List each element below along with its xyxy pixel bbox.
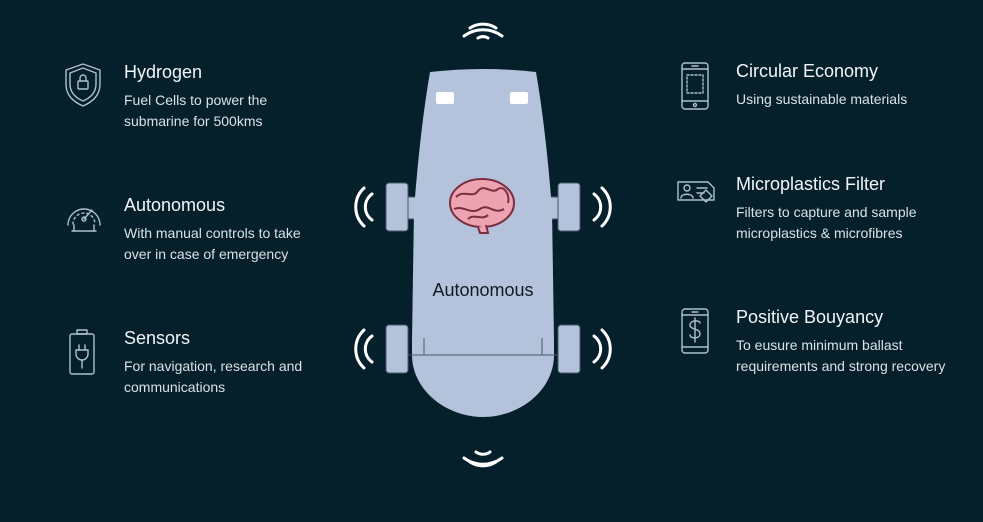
feature-title: Positive Bouyancy bbox=[736, 307, 884, 327]
vehicle-diagram bbox=[340, 10, 630, 480]
feature-description: For navigation, research and communicati… bbox=[124, 358, 303, 395]
brain-icon bbox=[449, 178, 515, 234]
feature-description: With manual controls to take over in cas… bbox=[124, 225, 301, 262]
signal-top-icon bbox=[462, 22, 504, 40]
speedometer-icon bbox=[64, 195, 112, 247]
headlight-right bbox=[510, 92, 528, 104]
feature-title: Autonomous bbox=[124, 195, 226, 215]
feature-title: Hydrogen bbox=[124, 62, 203, 82]
wheel-rear-left bbox=[385, 324, 409, 374]
signal-bottom-icon bbox=[462, 450, 504, 468]
id-card-icon bbox=[676, 174, 724, 226]
phone-dollar-icon bbox=[676, 307, 724, 359]
feature-description: Fuel Cells to power the submarine for 50… bbox=[124, 92, 268, 129]
vehicle-body bbox=[412, 69, 554, 417]
headlight-left bbox=[436, 92, 454, 104]
battery-plug-icon bbox=[64, 328, 112, 380]
feature-title: Circular Economy bbox=[736, 61, 879, 81]
feature-description: To eusure minimum ballast requirements a… bbox=[736, 337, 946, 374]
feature-title: Microplastics Filter bbox=[736, 174, 886, 194]
feature-description: Using sustainable materials bbox=[736, 91, 908, 107]
feature-title: Sensors bbox=[124, 328, 191, 348]
vehicle-label: Autonomous bbox=[432, 280, 534, 300]
wheel-rear-right bbox=[557, 324, 581, 374]
smartphone-icon bbox=[676, 61, 724, 113]
shield-lock-icon bbox=[64, 62, 112, 114]
feature-description: Filters to capture and sample microplast… bbox=[736, 204, 917, 241]
